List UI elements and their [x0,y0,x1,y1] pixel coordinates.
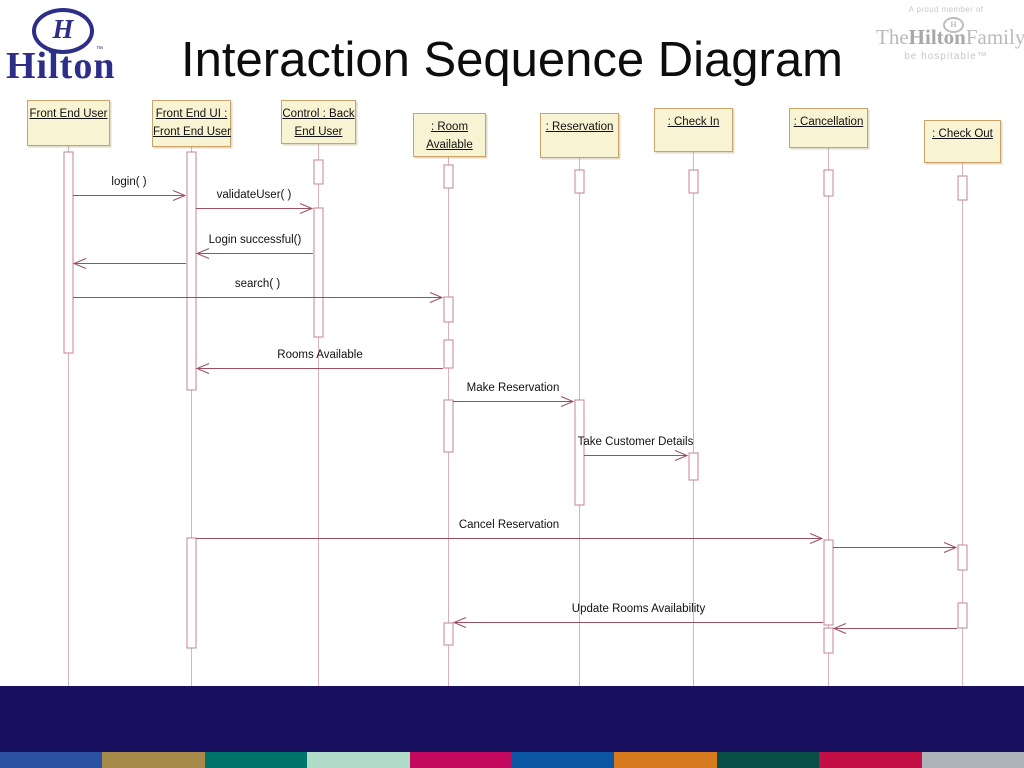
activation-reservation [574,169,585,194]
message-return-arrowhead-icon [72,258,87,269]
activation-room-available [443,399,454,453]
message-take-customer-details-arrowhead-icon [674,450,689,461]
family-brand-post: Family [965,25,1024,49]
message-return-arrowhead-icon [832,623,847,634]
message-make-reservation-arrowhead-icon [560,396,575,407]
actor-label: : Reservation [545,121,614,133]
actor-box-front-end-ui: Front End UI : Front End User [152,100,231,147]
proud-member-text: A proud member of [908,5,984,14]
actor-box-front-end-user: Front End User [27,100,110,146]
actor-label: Control : Back [282,108,355,120]
footer-stripe-block-4 [307,752,410,768]
footer-stripe [0,752,1024,768]
activation-cancellation [823,169,834,197]
page-title: Interaction Sequence Diagram [181,33,843,87]
hilton-logo-h-icon: H [52,14,74,44]
activation-check-in [688,452,699,481]
actor-label: : Check Out [932,128,993,140]
hilton-family-mini-logo-icon: H [943,17,964,33]
actor-label: End User [294,126,343,139]
message-login-successful-label: Login successful() [208,234,302,246]
actor-box-check-out: : Check Out [924,120,1001,163]
footer-stripe-block-2 [102,752,205,768]
family-brand-pre: The [876,25,909,49]
message-rooms-available-label: Rooms Available [277,349,363,361]
activation-check-in [688,169,699,194]
actor-label: : Room [430,121,469,133]
hilton-logo-ellipse-icon [32,8,94,54]
actor-label: Available [426,139,473,152]
message-cancel-reservation-label: Cancel Reservation [458,519,560,531]
footer-stripe-block-1 [0,752,103,768]
hilton-family-wordmark: TheHiltonFamily [876,25,1024,50]
message-make-reservation-label: Make Reservation [466,382,560,394]
activation-control-back-end-user [313,159,324,185]
activation-check-out [957,602,968,629]
footer-stripe-block-6 [512,752,615,768]
message-update-rooms-availability-arrowhead-icon [452,617,467,628]
message-login-label: login( ) [111,176,147,188]
message-return-arrowhead-icon [943,542,958,553]
activation-front-end-user [63,151,74,354]
footer-bar [0,686,1024,752]
footer-stripe-block-7 [614,752,717,768]
activation-room-available [443,164,454,189]
activation-cancellation [823,539,834,626]
hilton-logo-wordmark: Hilton [6,45,116,87]
message-search-label: search( ) [234,278,281,290]
message-login-arrowhead-icon [172,190,187,201]
be-hospitable-tagline: be hospitable™ [904,51,988,62]
footer-stripe-block-10 [921,752,1024,768]
activation-room-available [443,339,454,369]
actor-box-reservation: : Reservation [540,113,619,158]
hilton-logo: H ™ Hilton [6,4,136,94]
message-update-rooms-availability-label: Update Rooms Availability [571,603,706,615]
activation-check-out [957,544,968,571]
actor-box-check-in: : Check In [654,108,733,152]
activation-room-available [443,622,454,646]
activation-reservation [574,399,585,506]
activation-check-out [957,175,968,201]
footer-stripe-block-9 [819,752,922,768]
actor-label: : Check In [667,116,720,128]
activation-control-back-end-user [313,207,324,338]
activation-front-end-ui [186,537,197,649]
message-validateuser-arrowhead-icon [299,203,314,214]
activation-room-available [443,296,454,323]
actor-label: Front End User [153,126,231,139]
hilton-family-block: A proud member of H TheHiltonFamily be h… [876,5,1024,62]
hilton-logo-tm: ™ [96,46,103,53]
message-take-customer-details-label: Take Customer Details [577,436,694,448]
footer-stripe-block-8 [716,752,820,768]
message-login-successful-arrowhead-icon [195,248,210,259]
actor-box-cancellation: : Cancellation [789,108,868,148]
message-cancel-reservation-arrowhead-icon [809,533,824,544]
actor-label: Front End User [29,108,108,120]
message-rooms-available-arrowhead-icon [195,363,210,374]
footer-stripe-block-5 [409,752,513,768]
footer-stripe-block-3 [204,752,308,768]
message-search-arrowhead-icon [429,292,444,303]
actor-label: : Cancellation [793,116,864,128]
message-validateuser-label: validateUser( ) [216,189,292,201]
activation-front-end-ui [186,151,197,391]
activation-cancellation [823,627,834,654]
actor-label: Front End UI : [155,108,228,120]
